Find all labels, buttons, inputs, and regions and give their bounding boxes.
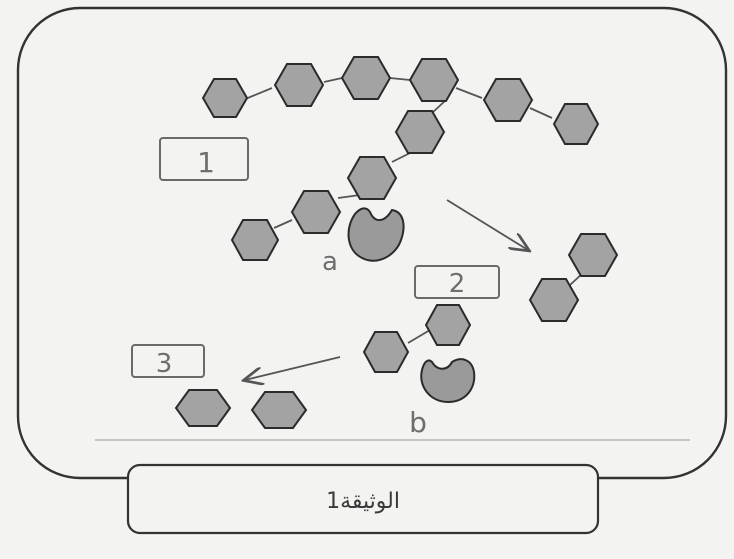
hexagon-monomer	[410, 59, 458, 101]
step-3-label: 3	[156, 349, 173, 379]
enzyme-a	[349, 208, 404, 260]
hexagon-monomer	[426, 305, 470, 345]
hexagon-monomer	[396, 111, 444, 153]
enzyme-b-label: b	[409, 406, 427, 439]
hexagon-monomer	[232, 220, 278, 260]
hexagon-monomer	[275, 64, 323, 106]
hexagon-monomer	[176, 390, 230, 426]
hexagon-monomer	[348, 157, 396, 199]
hexagon-monomer	[252, 392, 306, 428]
hexagon-monomer	[554, 104, 598, 144]
caption-text: الوثيقة1	[326, 489, 400, 514]
arrow-right	[245, 357, 340, 380]
step-2-label: 2	[449, 269, 466, 299]
enzyme-b	[421, 359, 474, 402]
enzyme-a-label: a	[322, 247, 338, 277]
hexagon-monomer	[292, 191, 340, 233]
step-1-label: 1	[197, 146, 215, 179]
hexagon-monomer	[342, 57, 390, 99]
hexagon-monomer	[569, 234, 617, 276]
hexagon-monomer	[484, 79, 532, 121]
hexagon-monomer	[364, 332, 408, 372]
arrow-right	[447, 200, 528, 250]
hexagon-monomer	[203, 79, 247, 117]
